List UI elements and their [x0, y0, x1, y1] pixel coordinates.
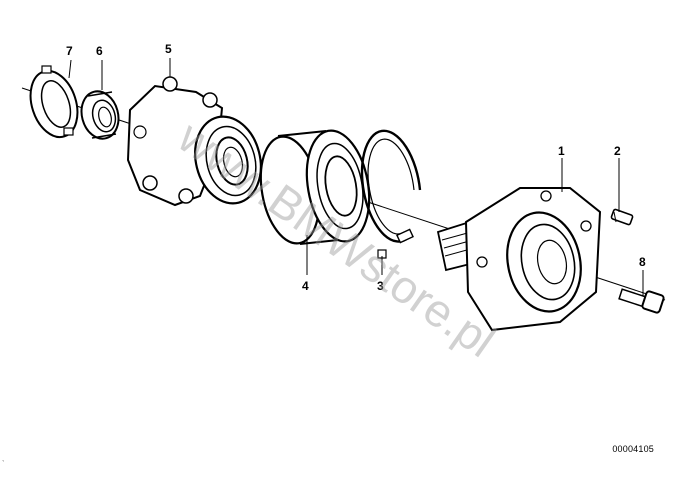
callout-2: 2	[614, 144, 621, 158]
collar-nut-part	[80, 90, 120, 140]
wheel-hub-part	[436, 187, 602, 332]
callout-3: 3	[377, 279, 384, 293]
callout-8: 8	[639, 255, 646, 269]
leader-line-7	[68, 59, 72, 79]
callout-4: 4	[302, 279, 309, 293]
drive-flange-part	[126, 76, 262, 207]
diagram-id: 00004105	[612, 444, 654, 454]
corner-mark: ˎ	[2, 453, 5, 462]
lock-ring-part	[29, 65, 79, 139]
hex-bolt-part	[618, 288, 665, 314]
callout-5: 5	[165, 42, 172, 56]
circlip-part	[360, 129, 422, 259]
callout-1: 1	[558, 144, 565, 158]
screw-part	[610, 208, 634, 226]
callout-7: 7	[66, 44, 73, 58]
callout-6: 6	[96, 44, 103, 58]
wheel-bearing-part	[259, 129, 371, 245]
